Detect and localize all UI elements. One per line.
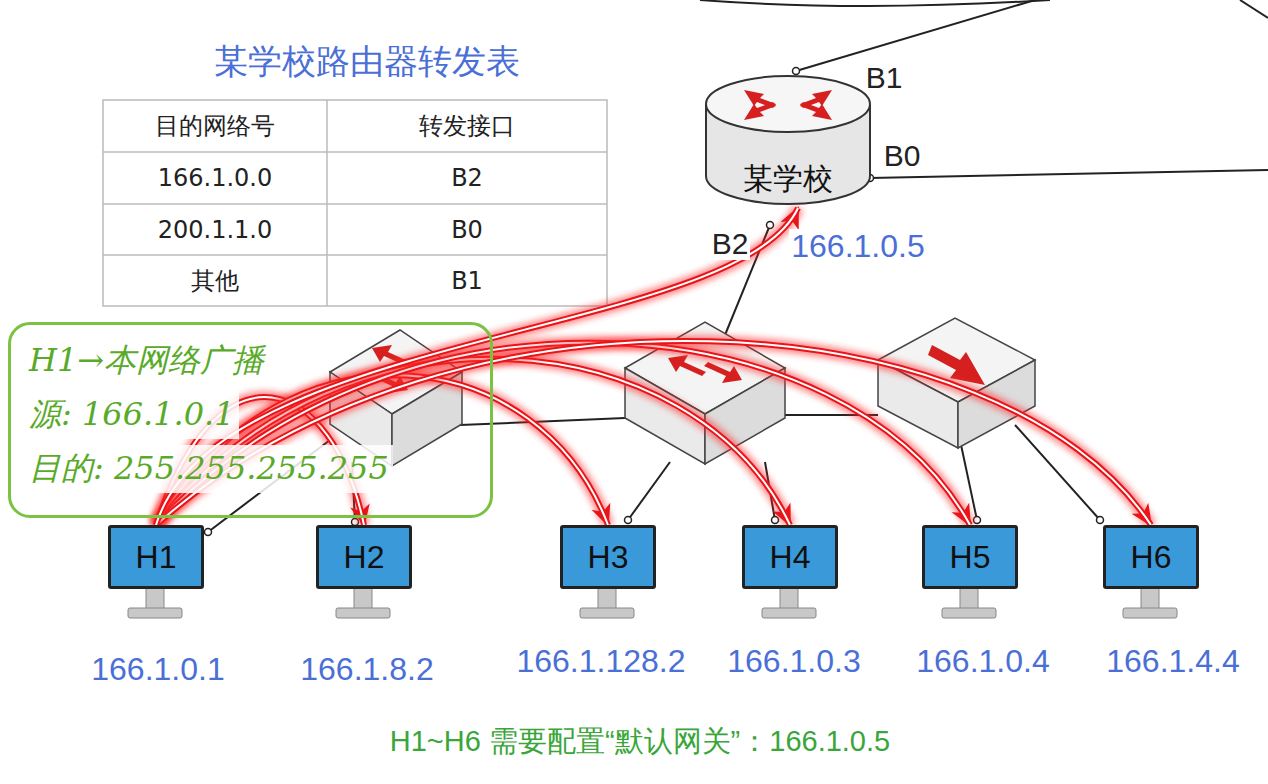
host-monitor: H6 [1103,525,1199,589]
table-grid [103,100,607,306]
monitor-stands [128,587,1177,618]
host-name: H5 [950,539,991,576]
host-monitor: H3 [560,525,656,589]
note-line: 源: 166.1.0.1 [25,391,239,439]
gateway-ip: 166.1.0.5 [789,229,926,264]
table-cell: B2 [449,165,485,191]
router: 某学校 [704,72,872,208]
host-monitor: H1 [108,525,204,589]
host-name: H1 [136,539,177,576]
router-name: 某学校 [743,159,833,200]
table-cell: B0 [449,217,485,243]
callout-box: H1→本网络广播源: 166.1.0.1 目的: 255.255.255.255 [8,322,493,518]
note-line: 目的: 255.255.255.255 [25,445,393,493]
table-header: 转发接口 [417,113,517,139]
host-ip: 166.1.0.1 [89,652,226,687]
host-name: H2 [344,539,385,576]
host-monitor: H5 [922,525,1018,589]
host-name: H3 [588,539,629,576]
table-header: 目的网络号 [153,113,277,139]
table-cell: 200.1.1.0 [156,217,275,243]
table-cell: 166.1.0.0 [156,165,275,191]
port-name: B2 [710,227,751,260]
host-name: H6 [1131,539,1172,576]
table-title: 某学校路由器转发表 [214,43,520,80]
port-name: B0 [882,139,923,172]
host-monitor: H4 [742,525,838,589]
host-ip: 166.1.0.4 [914,644,1051,679]
host-ip: 166.1.128.2 [514,644,687,679]
gateway-note: H1~H6 需要配置“默认网关”：166.1.0.5 [388,726,892,758]
port-name: B1 [864,61,905,94]
broadcast-arrow [156,341,1151,525]
table-cell: B1 [449,268,485,294]
note-line: H1→本网络广播 [25,337,268,385]
host-name: H4 [770,539,811,576]
table-cell: 其他 [189,268,241,294]
host-ip: 166.1.4.4 [1104,644,1241,679]
host-ip: 166.1.8.2 [298,652,435,687]
host-ip: 166.1.0.3 [725,644,862,679]
host-monitor: H2 [316,525,412,589]
